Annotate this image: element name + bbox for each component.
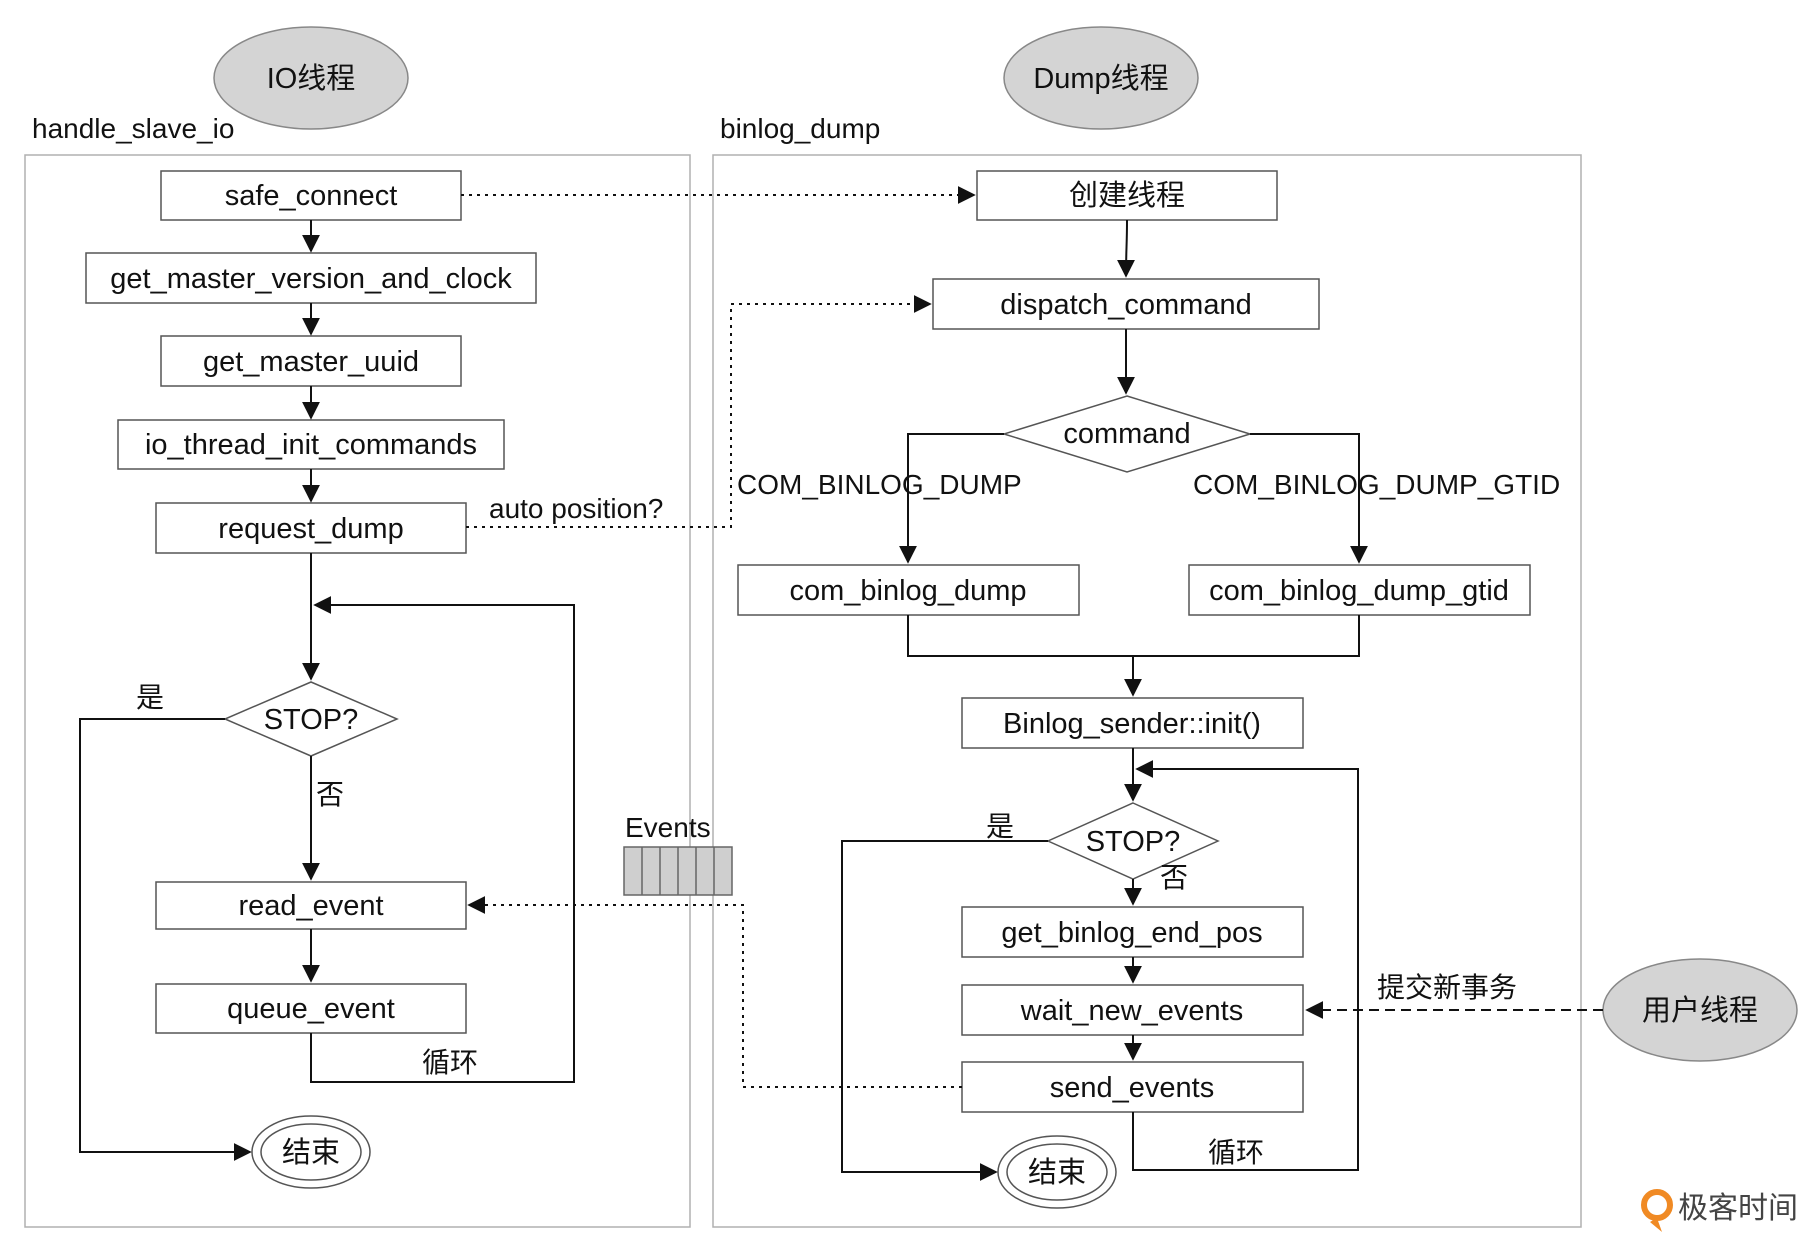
node-get-binlog-end-pos: get_binlog_end_pos <box>961 906 1304 958</box>
node-command: command <box>1001 395 1253 473</box>
end-right-label: 结束 <box>1028 1156 1086 1189</box>
create-thread-label: 创建线程 <box>1069 179 1185 212</box>
node-stop-right: STOP? <box>1046 802 1220 880</box>
brand-logo: 极客时间 <box>1641 1189 1798 1232</box>
node-wait-new-events: wait_new_events <box>961 984 1304 1036</box>
com-binlog-dump-gtid-branch-label: COM_BINLOG_DUMP_GTID <box>1193 469 1560 500</box>
node-safe-connect: safe_connect <box>160 170 462 221</box>
io-thread-init-label: io_thread_init_commands <box>145 429 477 461</box>
user-thread-node: 用户线程 <box>1602 958 1798 1062</box>
node-end-right: 结束 <box>997 1135 1117 1209</box>
right-panel-title: binlog_dump <box>720 113 880 144</box>
node-queue-event: queue_event <box>155 983 467 1034</box>
end-left-label: 结束 <box>282 1136 340 1169</box>
safe-connect-label: safe_connect <box>225 180 398 212</box>
get-master-version-label: get_master_version_and_clock <box>110 263 512 295</box>
com-binlog-dump-label: com_binlog_dump <box>790 575 1027 607</box>
brand-name: 极客时间 <box>1678 1192 1798 1225</box>
queue-event-label: queue_event <box>227 993 395 1025</box>
brand-icon <box>1641 1189 1673 1232</box>
node-get-master-uuid: get_master_uuid <box>160 335 462 387</box>
yes-right-label: 是 <box>986 811 1014 842</box>
right-panel <box>712 154 1582 1228</box>
no-left-label: 否 <box>316 779 344 810</box>
events-queue <box>623 846 733 896</box>
user-thread-label: 用户线程 <box>1642 994 1758 1027</box>
get-binlog-end-pos-label: get_binlog_end_pos <box>1001 917 1262 949</box>
command-label: command <box>1063 418 1190 450</box>
node-stop-left: STOP? <box>223 681 399 757</box>
loop-right-label: 循环 <box>1208 1137 1264 1168</box>
binlog-sender-init-label: Binlog_sender::init() <box>1003 708 1261 740</box>
yes-left-label: 是 <box>136 682 164 713</box>
node-get-master-version: get_master_version_and_clock <box>85 252 537 304</box>
left-panel <box>24 154 691 1228</box>
com-binlog-dump-gtid-label: com_binlog_dump_gtid <box>1209 575 1509 607</box>
node-send-events: send_events <box>961 1061 1304 1113</box>
left-flow-edges <box>79 220 575 1161</box>
io-thread-label: IO线程 <box>267 62 356 95</box>
auto-position-label: auto position? <box>489 493 663 524</box>
node-request-dump: request_dump <box>155 502 467 554</box>
node-end-left: 结束 <box>251 1115 371 1189</box>
stop-right-label: STOP? <box>1086 826 1181 858</box>
io-thread-node: IO线程 <box>213 26 409 130</box>
node-com-binlog-dump: com_binlog_dump <box>737 564 1080 616</box>
commit-new-tx-label: 提交新事务 <box>1377 972 1517 1003</box>
wait-new-events-label: wait_new_events <box>1020 995 1243 1027</box>
node-binlog-sender-init: Binlog_sender::init() <box>961 697 1304 749</box>
com-binlog-dump-branch-label: COM_BINLOG_DUMP <box>737 469 1022 500</box>
node-create-thread: 创建线程 <box>976 170 1278 221</box>
dump-thread-label: Dump线程 <box>1033 62 1168 95</box>
stop-left-label: STOP? <box>264 704 359 736</box>
read-event-label: read_event <box>238 890 383 922</box>
no-right-label: 否 <box>1160 862 1188 893</box>
cross-thread-dotted-edges <box>461 186 976 1088</box>
dump-thread-node: Dump线程 <box>1003 26 1199 130</box>
node-com-binlog-dump-gtid: com_binlog_dump_gtid <box>1188 564 1531 616</box>
dispatch-command-label: dispatch_command <box>1000 289 1251 321</box>
get-master-uuid-label: get_master_uuid <box>203 346 419 378</box>
request-dump-label: request_dump <box>218 513 403 545</box>
node-dispatch-command: dispatch_command <box>932 278 1320 330</box>
loop-left-label: 循环 <box>422 1047 478 1078</box>
node-read-event: read_event <box>155 881 467 930</box>
right-flow-edges <box>841 219 1368 1181</box>
send-events-label: send_events <box>1050 1072 1214 1104</box>
node-io-thread-init: io_thread_init_commands <box>117 419 505 470</box>
left-panel-title: handle_slave_io <box>32 113 234 144</box>
events-label: Events <box>625 812 711 843</box>
